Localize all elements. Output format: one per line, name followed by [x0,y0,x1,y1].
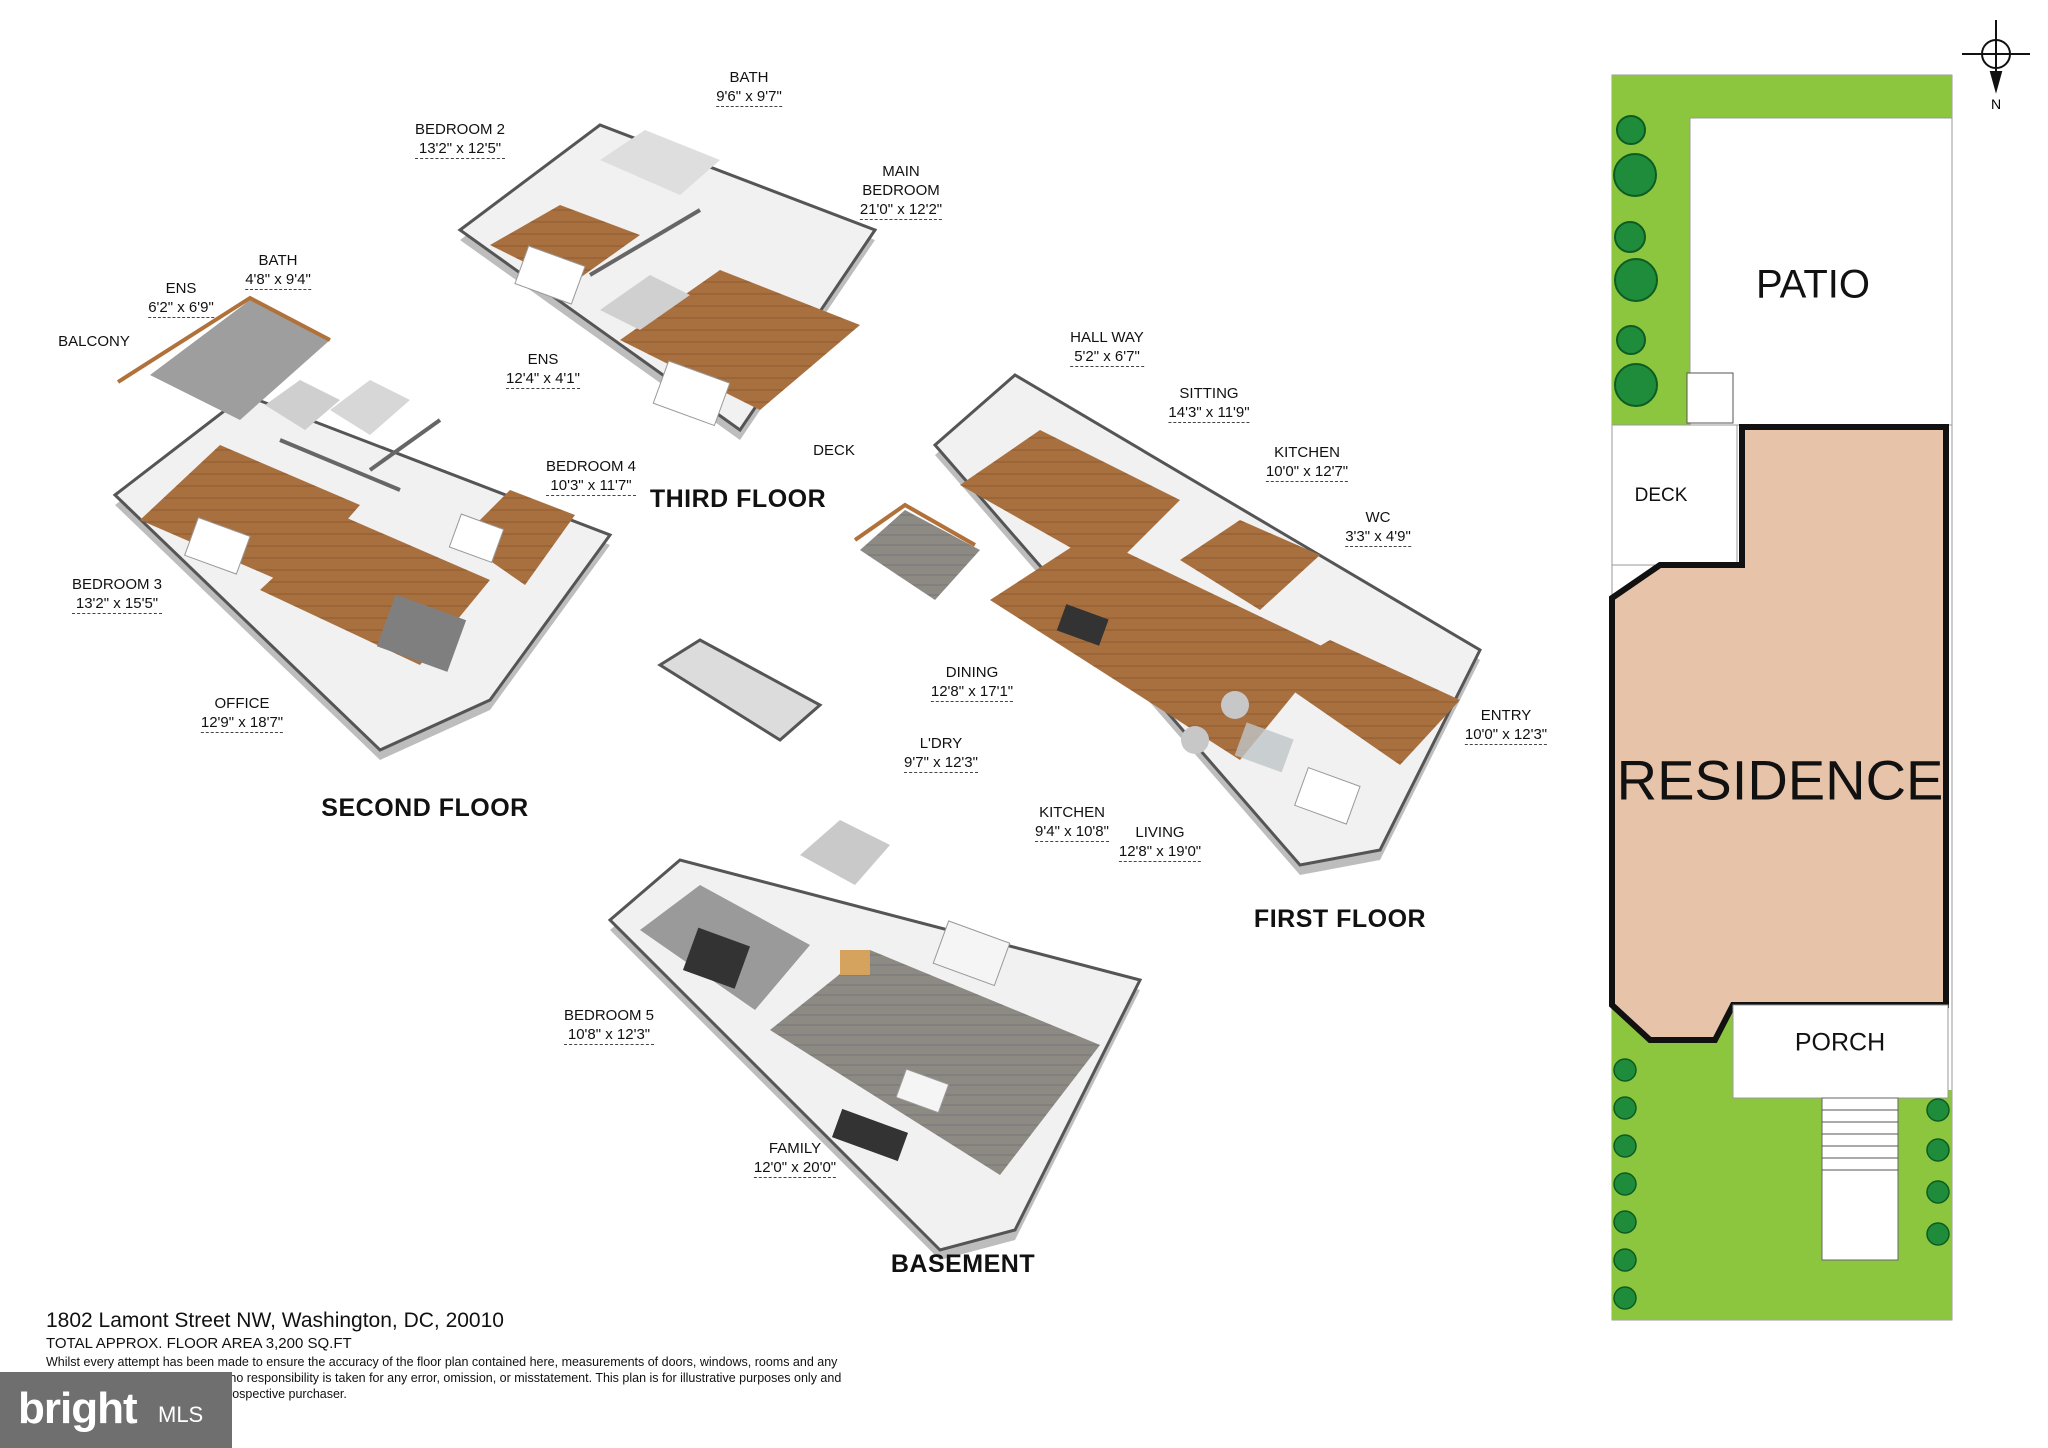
family-kitchen-floor [770,950,1100,1175]
kitchen-island [932,920,1011,987]
bright-mls-logo: bright MLS [0,1372,232,1448]
room-label-wc: WC 3'3" x 4'9" [1345,509,1411,547]
floor-title-third: THIRD FLOOR [649,485,827,513]
room-label-bedroom-3: BEDROOM 3 13'2" x 15'5" [71,576,163,614]
entry-floor [1270,640,1460,765]
family-table [895,1068,950,1114]
bright-logo-word: bright [18,1384,138,1433]
front-steps [1821,1097,1899,1261]
living-table [1234,722,1294,773]
residence-footprint [1609,424,1949,1043]
room-label-kitchen-first: KITCHEN 10'0" x 12'7" [1265,444,1349,482]
total-floor-area: TOTAL APPROX. FLOOR AREA 3,200 SQ.FT [46,1335,352,1352]
family-sofa [831,1108,909,1162]
bright-logo-mls: MLS [158,1402,204,1427]
deck-floor [860,510,980,600]
site-label-porch: PORCH [1794,1028,1886,1057]
bedroom-3-bed [184,517,251,575]
room-label-kitchen-basement: KITCHEN 9'4" x 10'8" [1035,804,1109,842]
floor-title-basement: BASEMENT [890,1250,1036,1278]
bedroom-4-floor [460,490,575,585]
main-bedroom-bed [652,360,731,427]
room-label-living: LIVING 12'8" x 19'0" [1118,824,1202,862]
balcony-railing [116,295,331,384]
bedroom-5-bed [682,927,751,989]
patio-steps [1686,372,1734,424]
room-label-bedroom-2: BEDROOM 2 13'2" x 12'5" [414,121,506,159]
room-label-laundry: L'DRY 9'7" x 12'3" [904,735,978,773]
room-label-bedroom-5: BEDROOM 5 10'8" x 12'3" [563,1007,655,1045]
bedroom-2-bed [514,245,586,305]
front-shrubs [1613,1058,1950,1310]
first-floor-plan [853,373,1482,875]
third-ens-floor [600,275,690,330]
basement-plan [607,638,1143,1260]
site-label-residence: RESIDENCE [1616,748,1944,812]
dining-set [840,950,870,975]
room-label-bath-third: BATH 9'6" x 9'7" [716,69,782,107]
room-label-ens-second: ENS 6'2" x 6'9" [148,280,214,318]
north-arrow-icon [1962,20,2030,94]
room-label-bedroom-4: BEDROOM 4 10'3" x 11'7" [545,458,637,496]
basement-storage [657,638,823,742]
second-floor-plan [112,295,613,760]
room-label-hallway: HALL WAY 5'2" x 6'7" [1070,329,1144,367]
living-chair-2 [1181,726,1209,754]
patio-area [1689,117,1953,426]
site-label-patio: PATIO [1755,262,1871,307]
room-label-dining: DINING 12'8" x 17'1" [930,664,1014,702]
living-sofa [1294,767,1361,825]
room-label-main-bedroom: MAIN BEDROOM 21'0" x 12'2" [859,163,943,220]
porch-area [1732,1004,1949,1099]
office-sofa [376,594,467,672]
bedroom-2-floor [490,205,640,285]
north-label: N [1990,96,2002,112]
third-bath-floor [600,130,720,195]
room-label-deck-first: DECK [813,442,855,459]
living-chair [1221,691,1249,719]
sitting-floor [960,430,1180,570]
bedroom-4-bed [448,513,505,563]
site-label-deck: DECK [1634,485,1688,506]
room-label-office: OFFICE 12'9" x 18'7" [200,695,284,733]
third-floor-plan [457,123,878,440]
kitchen-floor [1180,520,1320,610]
balcony-floor [150,300,330,420]
room-label-entry: ENTRY 10'0" x 12'3" [1464,707,1548,745]
room-label-ens-third: ENS 12'4" x 4'1" [506,351,580,389]
room-label-family: FAMILY 12'0" x 20'0" [753,1140,837,1178]
room-label-bath-second: BATH 4'8" x 9'4" [245,252,311,290]
rear-trees [1613,115,1658,407]
bath-floor [330,380,410,435]
ens-floor [265,380,340,430]
floor-title-first: FIRST FLOOR [1253,905,1427,933]
laundry-floor [800,820,890,885]
floor-title-second: SECOND FLOOR [321,794,529,822]
dining-table [1056,604,1109,646]
site-plan [1609,74,1953,1321]
room-label-balcony: BALCONY [58,333,130,350]
front-step-lines [1822,1109,1898,1171]
room-label-sitting: SITTING 14'3" x 11'9" [1168,385,1250,423]
main-bedroom-floor [620,270,860,410]
deck-railing [853,502,976,547]
property-address: 1802 Lamont Street NW, Washington, DC, 2… [46,1309,504,1332]
